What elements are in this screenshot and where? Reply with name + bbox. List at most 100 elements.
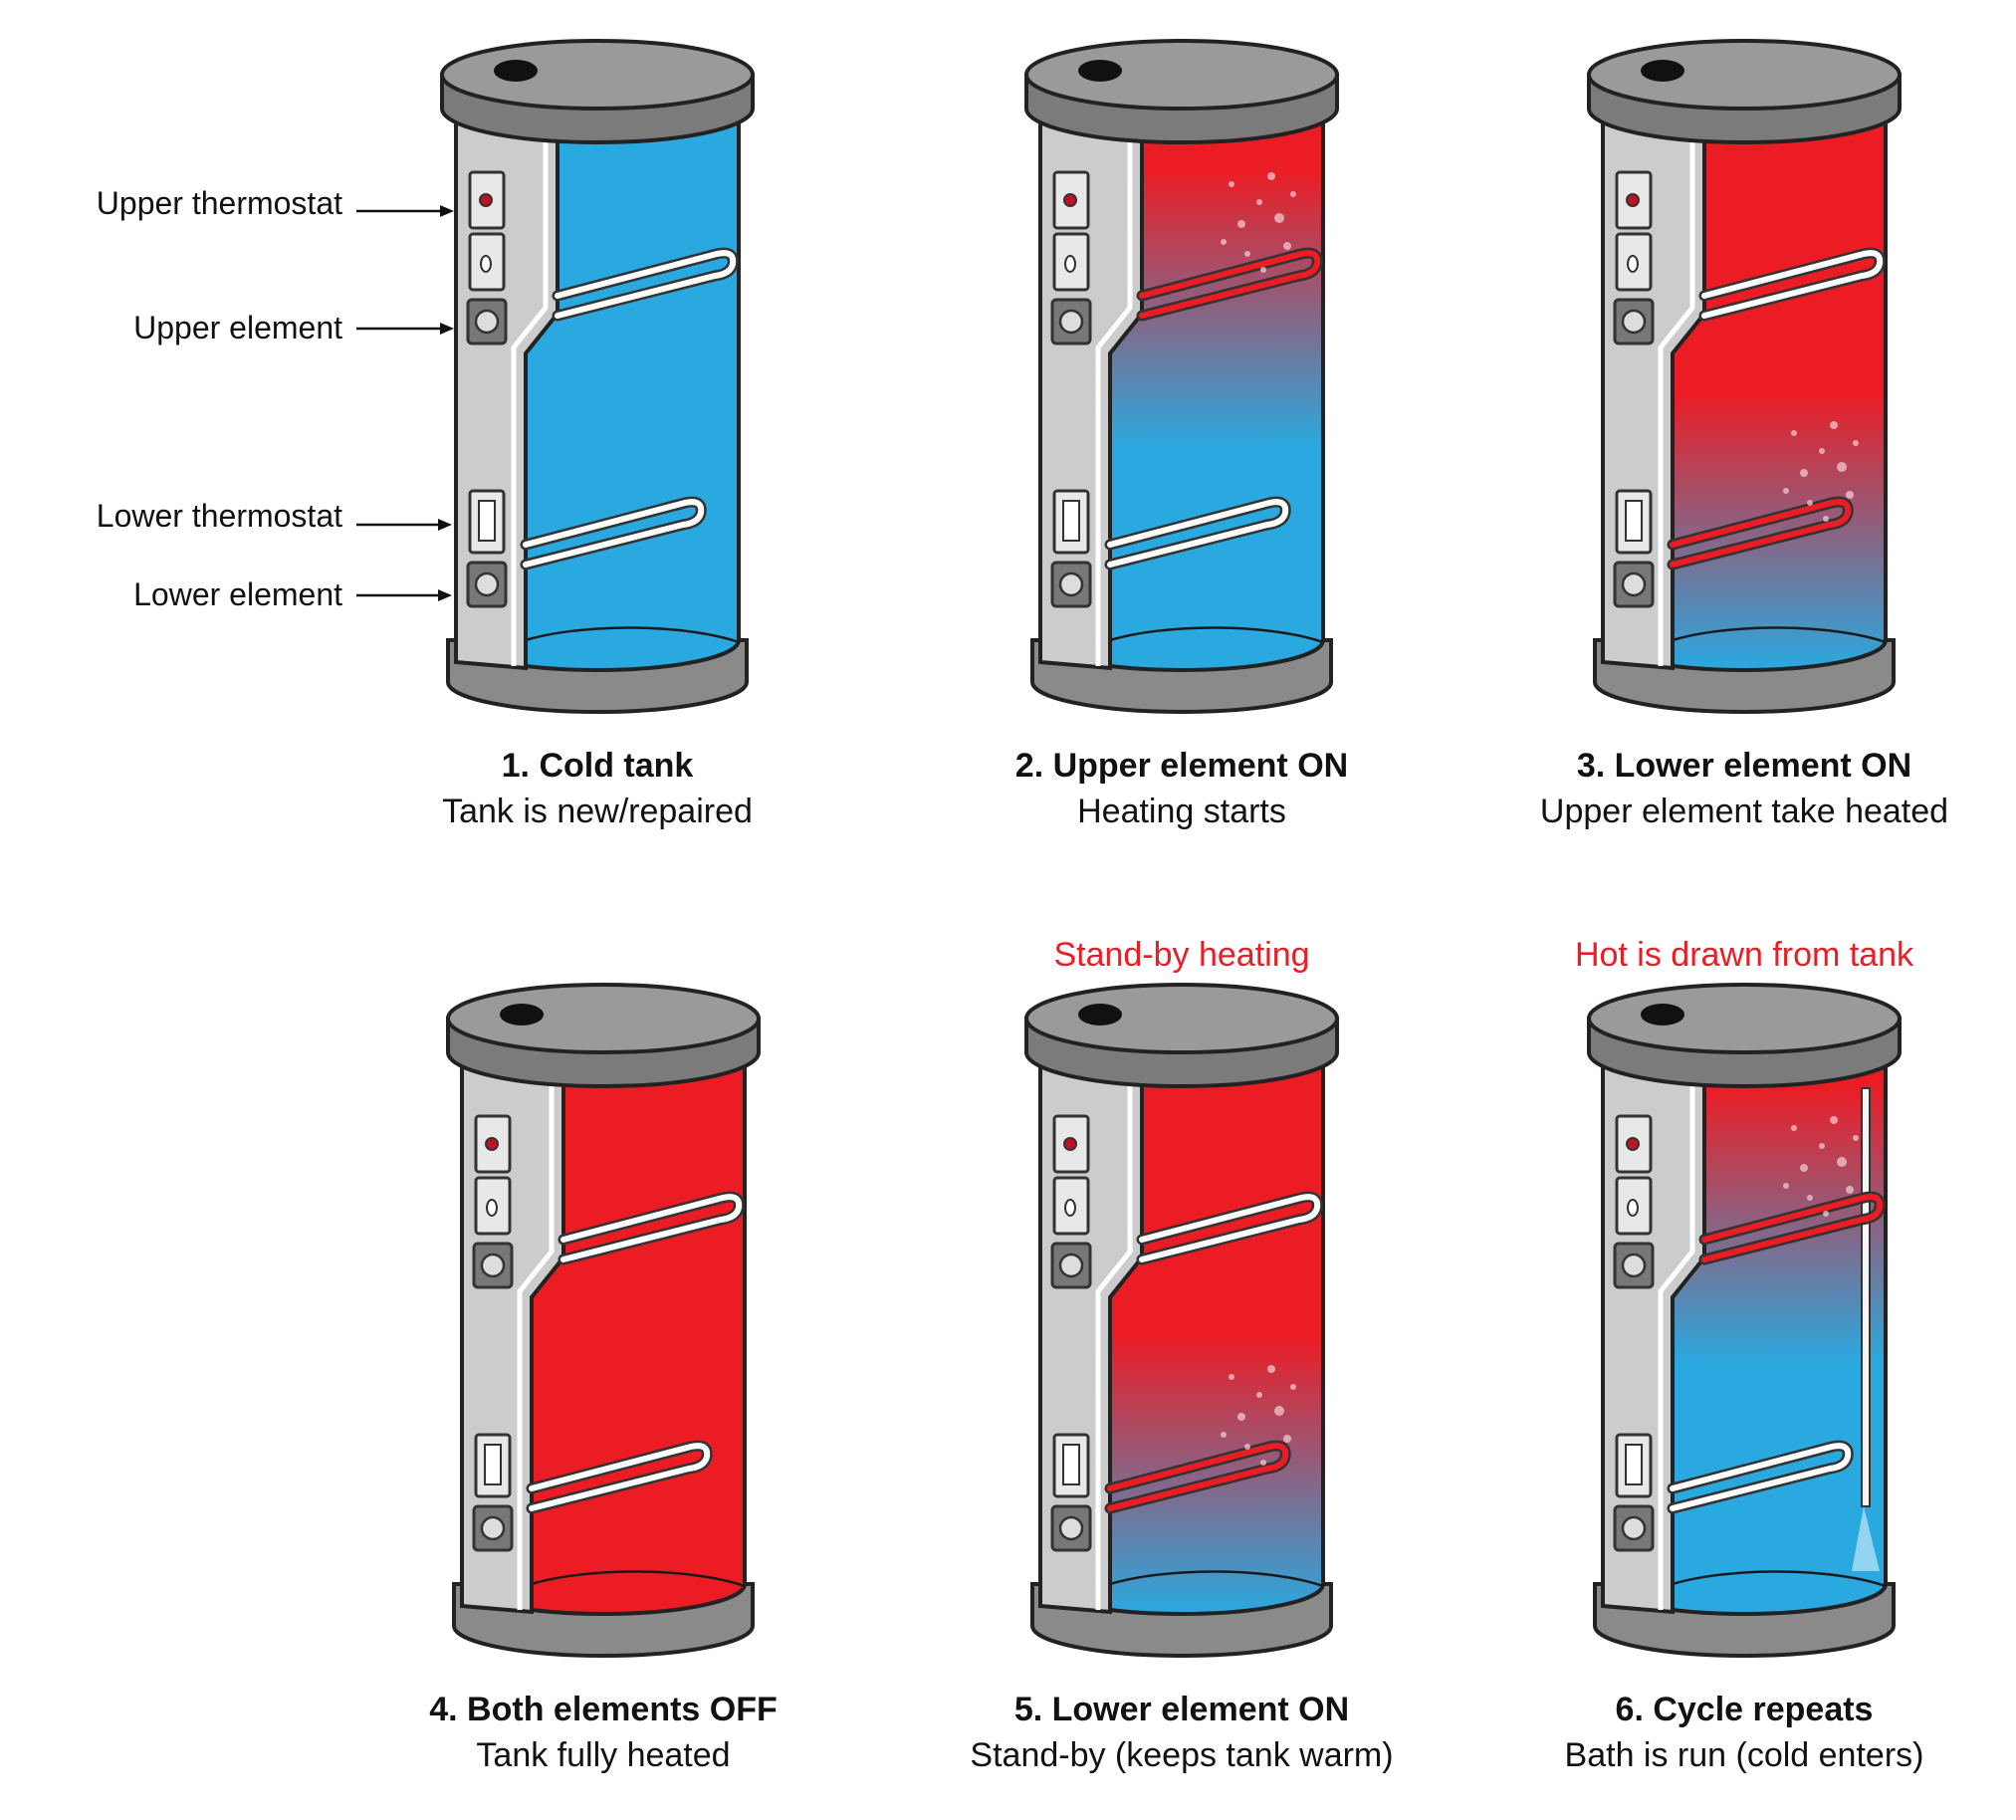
bubble [1244,1444,1250,1450]
bubble [1846,1186,1854,1194]
thermostat-indicator-icon [479,193,493,207]
bubble [1837,462,1847,472]
terminal-screw-icon [1058,571,1084,597]
bubble [1267,172,1275,180]
bubble [1229,1374,1234,1380]
bubble [1846,491,1854,499]
bubble [1237,1413,1245,1421]
thermostat-indicator-icon [1063,193,1077,207]
bubble [1783,1183,1789,1189]
thermostat-face-icon [1062,1444,1080,1485]
stage-subtitle: Heating starts [1077,793,1286,830]
upper-bubbles [1221,172,1296,273]
stage-title: 5. Lower element ON [1014,1691,1349,1728]
switch-icon [1627,1199,1639,1217]
bubble [1283,242,1291,250]
bubble [1221,1432,1227,1438]
bubble [1830,1116,1838,1124]
upper-heating-element [1701,250,1884,319]
terminal-screw-icon [1058,1515,1084,1541]
panel-edge-highlight [511,114,549,666]
lower-heating-element [1107,1443,1289,1511]
switch-icon [1627,255,1639,273]
bubble [1221,239,1227,245]
upper-element-label: Upper element [133,310,342,345]
bubble [1260,1460,1266,1466]
bubble [1283,1435,1291,1443]
lower-heating-element [523,499,705,568]
thermostat-indicator-icon [1626,1137,1640,1151]
stage-note: Stand-by heating [1053,936,1309,974]
tank-6 [1587,983,1902,1658]
lid-port-icon [1641,60,1684,82]
panel-edge-highlight [1095,114,1133,666]
bubble [1290,191,1296,197]
upper-heating-element [1139,1194,1321,1262]
lower-bubbles [1221,1365,1296,1466]
bubble [1819,448,1825,454]
terminal-screw-icon [474,571,500,597]
stage-subtitle: Tank is new/repaired [442,793,753,830]
tank-3 [1587,39,1902,714]
terminal-screw-icon [1621,1252,1647,1278]
bubble [1800,469,1808,477]
tank-lid-top [446,983,761,1054]
lower-thermostat-label: Lower thermostat [97,498,342,534]
bubble [1274,213,1284,223]
upper-heating-element [555,250,737,319]
thermostat-indicator-icon [1626,193,1640,207]
upper-heating-element [560,1194,743,1262]
thermostat-face-icon [478,500,496,542]
bubble [1853,440,1859,446]
lower-element-label: Lower element [133,576,342,612]
tank-5 [1024,983,1339,1658]
tank-floor-line [1672,1570,1887,1588]
upper-thermostat-label: Upper thermostat [97,185,342,221]
tank-floor-line [525,626,740,644]
bubble [1837,1157,1847,1167]
stage-title: 3. Lower element ON [1577,747,1911,785]
lid-port-icon [1078,60,1122,82]
switch-icon [1064,1199,1076,1217]
bubble [1791,1125,1797,1131]
tank-floor-line [531,1570,746,1588]
bubble [1256,1392,1262,1398]
bubble [1267,1365,1275,1373]
tank-lid-top [1587,983,1902,1054]
terminal-screw-icon [1621,1515,1647,1541]
panel-edge-highlight [1095,1058,1133,1610]
switch-icon [480,255,492,273]
lower-heating-element [1107,499,1289,568]
stage-title: 2. Upper element ON [1015,747,1348,785]
bubble [1807,500,1813,506]
switch-icon [1064,255,1076,273]
stage-title: 6. Cycle repeats [1616,1691,1874,1728]
tank-lid-top [1024,983,1339,1054]
bubble [1237,220,1245,228]
terminal-screw-icon [474,309,500,335]
terminal-screw-icon [1621,309,1647,335]
tank-2 [1024,39,1339,714]
lower-thermostat-arrowhead [438,519,452,531]
bubble [1260,267,1266,273]
stage-title: 4. Both elements OFF [429,1691,778,1728]
tank-1 [440,39,755,714]
bubble [1823,516,1829,522]
stage-note: Hot is drawn from tank [1575,936,1914,974]
thermostat-face-icon [1625,1444,1643,1485]
tank-floor-line [1109,1570,1324,1588]
tank-lid-top [1024,39,1339,111]
hot-outlet-pipe [1861,1087,1871,1507]
upper-bubbles [1783,1116,1859,1217]
stage-subtitle: Upper element take heated [1540,793,1948,830]
thermostat-face-icon [1625,500,1643,542]
bubble [1274,1406,1284,1416]
tank-4 [446,983,761,1658]
bubble [1791,430,1797,436]
bubble [1783,488,1789,494]
bubble [1256,199,1262,205]
terminal-screw-icon [1058,309,1084,335]
lid-port-icon [1078,1004,1122,1025]
